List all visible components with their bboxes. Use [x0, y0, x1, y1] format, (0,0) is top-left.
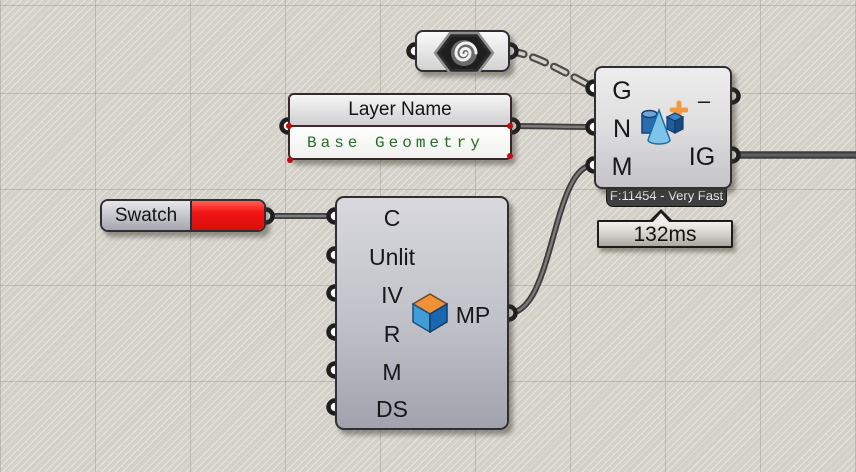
panel-resize-grip[interactable] — [507, 153, 513, 159]
create-material-component[interactable]: C Unlit IV R M DS MP — [335, 196, 509, 430]
input-param-iv[interactable]: IV — [381, 282, 403, 308]
profiler-time-box[interactable]: 132ms — [597, 220, 733, 248]
output-param-ig[interactable]: IG — [688, 143, 716, 171]
panel-title: Layer Name — [290, 95, 510, 127]
input-param-ds[interactable]: DS — [376, 396, 408, 422]
wire-spiral-to-g[interactable] — [507, 47, 598, 92]
wire-panel-to-n[interactable] — [509, 123, 597, 130]
input-param-r[interactable]: R — [383, 321, 401, 347]
panel-layer-name[interactable]: Layer Name Base Geometry — [288, 93, 512, 160]
input-param-g[interactable]: G — [612, 77, 632, 105]
panel-resize-grip[interactable] — [507, 123, 513, 129]
swatch-color-well[interactable] — [192, 201, 264, 230]
bake-geometry-icon — [641, 100, 688, 145]
wire-mp-to-m[interactable] — [506, 162, 597, 316]
input-param-c[interactable]: C — [383, 205, 401, 231]
swatch-label: Swatch — [102, 201, 192, 230]
spiral-component[interactable] — [415, 30, 510, 75]
output-param-dash[interactable]: – — [697, 88, 711, 113]
swatch-component[interactable]: Swatch — [100, 199, 266, 232]
panel-resize-grip[interactable] — [286, 123, 292, 129]
output-param-mp[interactable]: MP — [455, 302, 491, 328]
input-param-m[interactable]: M — [382, 359, 402, 385]
bake-geometry-component[interactable]: G N M – IG — [594, 66, 732, 189]
create-material-cube-icon — [411, 293, 449, 333]
input-param-m2[interactable]: M — [611, 153, 633, 181]
panel-resize-grip[interactable] — [287, 157, 293, 163]
panel-text-value[interactable]: Base Geometry — [290, 127, 510, 158]
input-param-unlit[interactable]: Unlit — [368, 244, 415, 270]
input-param-n[interactable]: N — [612, 115, 632, 143]
profiler-pointer-fill — [652, 213, 670, 223]
spiral-hexagon-icon — [433, 31, 495, 75]
